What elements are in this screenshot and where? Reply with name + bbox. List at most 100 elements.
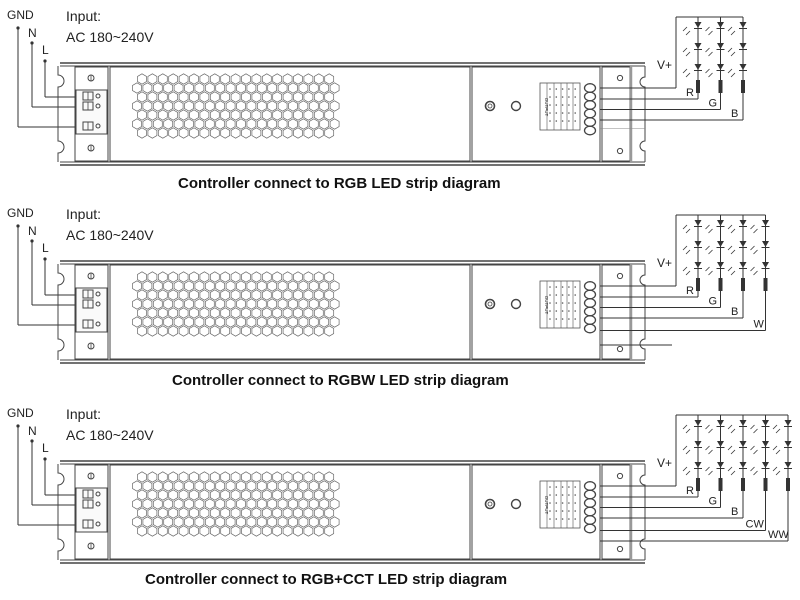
label-mark: [568, 112, 570, 114]
vent-hole: [199, 307, 210, 319]
vent-hole: [137, 91, 147, 103]
vent-hole: [241, 127, 251, 139]
vent-hole: [272, 109, 283, 121]
vent-hole: [209, 289, 220, 301]
label-mark: [574, 494, 576, 496]
vent-hole: [282, 289, 293, 301]
vent-hole: [308, 316, 319, 328]
vent-hole: [313, 127, 324, 139]
vent-hole: [319, 498, 330, 510]
vent-hole: [313, 289, 324, 301]
vent-hole: [230, 507, 241, 519]
vent-hole: [173, 298, 184, 310]
led-icon: [717, 262, 724, 268]
vent-hole: [293, 525, 303, 537]
vent-hole: [147, 489, 158, 501]
label-mark: [574, 294, 576, 296]
vent-hole: [157, 489, 168, 501]
vent-hole: [209, 307, 220, 319]
vent-hole: [178, 271, 189, 283]
label-mark: [574, 518, 576, 520]
mains-label-l: L: [42, 241, 49, 255]
vent-hole: [142, 100, 153, 112]
light-arrow: [753, 249, 758, 255]
vent-hole: [246, 298, 257, 310]
label-mark: [561, 286, 564, 288]
light-arrow: [708, 249, 713, 255]
vent-hole: [220, 507, 231, 519]
output-terminal: [583, 281, 597, 291]
vent-hole: [230, 127, 241, 139]
light-arrow: [753, 470, 758, 476]
vent-hole: [251, 507, 262, 519]
led-string-b: B: [600, 415, 747, 519]
vent-hole: [324, 271, 335, 283]
led-icon: [739, 462, 747, 468]
vent-hole: [261, 307, 272, 319]
vent-hole: [303, 525, 314, 537]
vent-hole: [184, 280, 194, 292]
input-voltage: AC 180~240V: [66, 29, 154, 45]
button-icon: [510, 298, 522, 310]
vent-hole: [251, 271, 262, 283]
vent-hole: [272, 307, 283, 319]
led-string-r: R: [600, 17, 702, 100]
light-arrow: [730, 270, 736, 276]
vent-hole: [267, 516, 278, 528]
vent-hole: [230, 325, 241, 337]
vent-hole: [132, 298, 142, 310]
vent-hole: [209, 525, 220, 537]
vent-hole: [313, 307, 324, 319]
vent-hole: [324, 325, 335, 337]
output-terminal: [583, 498, 597, 508]
vent-hole: [168, 289, 179, 301]
vent-hole: [142, 280, 153, 292]
vent-hole: [157, 127, 168, 139]
label-mark: [555, 88, 558, 90]
vent-hole: [293, 325, 303, 337]
vplus-label: V+: [657, 58, 672, 72]
vent-hole: [308, 516, 319, 528]
label-mark: [561, 486, 564, 488]
vent-hole: [313, 325, 324, 337]
vent-hole: [251, 127, 262, 139]
channel-label-g: G: [709, 98, 718, 110]
vent-hole: [178, 507, 189, 519]
led-icon: [717, 43, 724, 49]
vent-hole: [303, 325, 314, 337]
vent-hole: [277, 82, 288, 94]
vent-hole: [267, 498, 278, 510]
vent-hole: [204, 316, 215, 328]
vent-hole: [194, 498, 205, 510]
vent-hole: [303, 507, 314, 519]
vent-hole: [220, 525, 231, 537]
vent-hole: [282, 489, 293, 501]
label-mark: [574, 318, 576, 320]
channel-label-cw: CW: [746, 519, 765, 531]
label-mark: [555, 104, 558, 106]
label-mark: [574, 510, 576, 512]
label-mark: [568, 120, 570, 122]
led-string-g: G: [600, 17, 725, 110]
vent-hole: [178, 289, 189, 301]
vent-hole: [313, 525, 324, 537]
label-mark: [549, 104, 551, 106]
vent-hole: [189, 525, 199, 537]
resistor: [741, 80, 745, 93]
vent-hole: [324, 307, 335, 319]
label-mark: [549, 96, 551, 98]
vent-hole: [246, 498, 257, 510]
vent-hole: [298, 480, 309, 492]
led-string-w: W: [600, 215, 770, 331]
label-mark: [574, 88, 576, 90]
light-arrow: [730, 470, 736, 476]
input-voltage: AC 180~240V: [66, 427, 154, 443]
vent-hole: [142, 118, 153, 130]
vent-hole: [157, 307, 168, 319]
vent-hole: [225, 280, 236, 292]
vent-hole: [282, 91, 293, 103]
light-arrow: [727, 68, 733, 74]
vent-hole: [308, 498, 319, 510]
vent-hole: [184, 298, 194, 310]
light-arrow: [727, 266, 733, 272]
